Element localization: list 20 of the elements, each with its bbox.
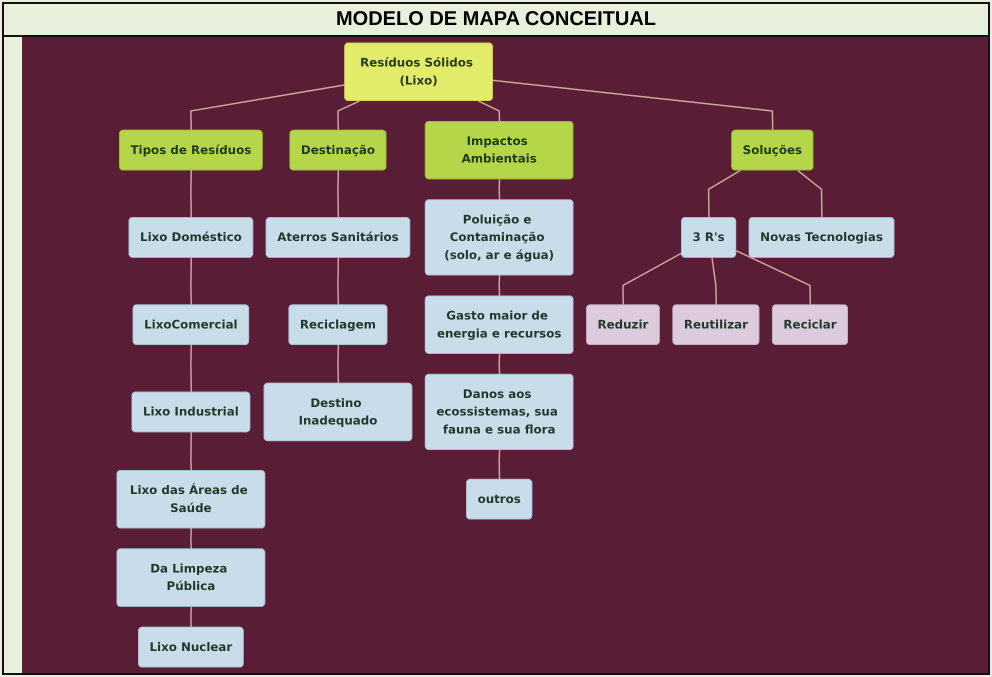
connector — [622, 252, 682, 306]
connector — [498, 275, 500, 296]
connector — [796, 170, 822, 218]
connector — [190, 84, 345, 131]
connector — [498, 354, 500, 375]
connector — [336, 258, 339, 306]
connector — [190, 432, 192, 471]
connector — [190, 345, 192, 392]
connector — [735, 250, 811, 306]
connector — [190, 528, 192, 550]
connector — [190, 258, 192, 306]
connector — [492, 80, 773, 131]
connector — [190, 606, 192, 628]
connector — [477, 100, 500, 122]
connector — [710, 258, 717, 306]
connector — [498, 179, 500, 200]
connector — [498, 450, 500, 480]
connector — [336, 345, 339, 384]
connector — [336, 170, 339, 218]
connector — [190, 170, 192, 218]
